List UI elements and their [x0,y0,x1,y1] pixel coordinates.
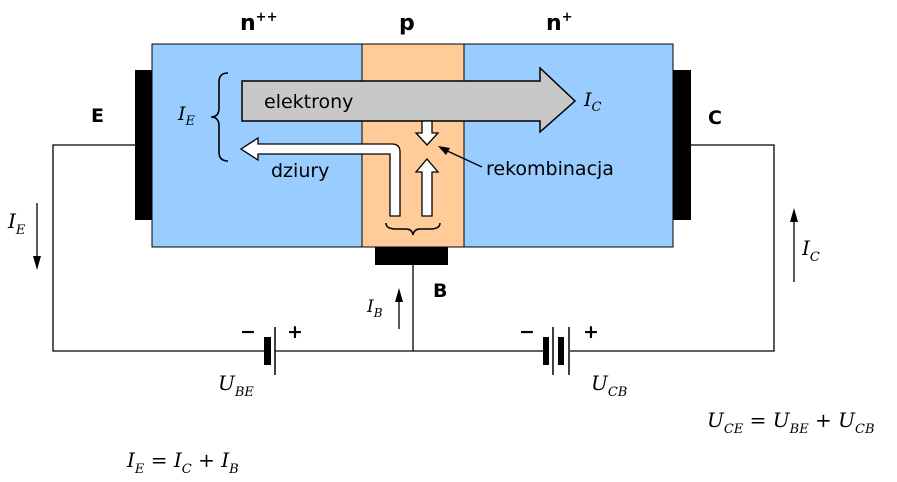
current-equation: IE = IC + IB [126,448,239,477]
base-brace [385,222,441,236]
emitter-wire [52,144,265,352]
ube-plus-sign: + [287,321,303,343]
base-current-label: IB [366,297,383,320]
collector-current-arrow-head [790,208,798,222]
emitter-doping-label: n++ [240,10,277,36]
collector-contact [673,70,691,220]
ucb-plus-sign: + [583,321,599,343]
collector-current-label-outer: IC [801,236,820,265]
holes-label: dziury [271,160,329,182]
base-upward-arrow [414,157,440,217]
base-current-arrow-head [395,288,403,302]
base-terminal-label: B [433,280,447,302]
voltage-equation: UCE = UBE + UCB [707,408,875,437]
ucb-battery-negative-plate-2 [558,337,564,365]
recombination-arrow [414,120,440,146]
electrons-label: elektrony [264,91,353,113]
emitter-terminal-label: E [91,105,104,127]
collector-doping-label: n+ [546,10,573,36]
ube-battery-negative-plate [264,337,271,365]
ube-minus-sign: − [240,321,256,343]
ucb-battery-negative-plate-1 [543,337,549,365]
collector-current-label-top: IC [583,89,602,115]
emitter-contact [135,70,152,220]
collector-region [463,43,674,248]
emitter-current-label-inner: IE [177,103,196,129]
electron-flow-arrow [241,66,577,134]
emitter-current-arrow-head [33,256,41,270]
collector-wire [570,144,775,352]
emitter-current-label-outer: IE [7,209,26,238]
recombination-label: rekombinacja [486,158,614,180]
ucb-minus-sign: − [519,321,535,343]
recombination-pointer [442,148,483,168]
ube-label: UBE [218,371,254,400]
recombination-pointer-head [438,146,450,155]
base-contact [375,247,448,265]
collector-terminal-label: C [708,107,722,129]
ucb-label: UCB [591,371,627,400]
base-doping-label: p [399,11,415,36]
hole-flow-arrow [239,136,401,217]
emitter-current-brace [210,72,229,162]
